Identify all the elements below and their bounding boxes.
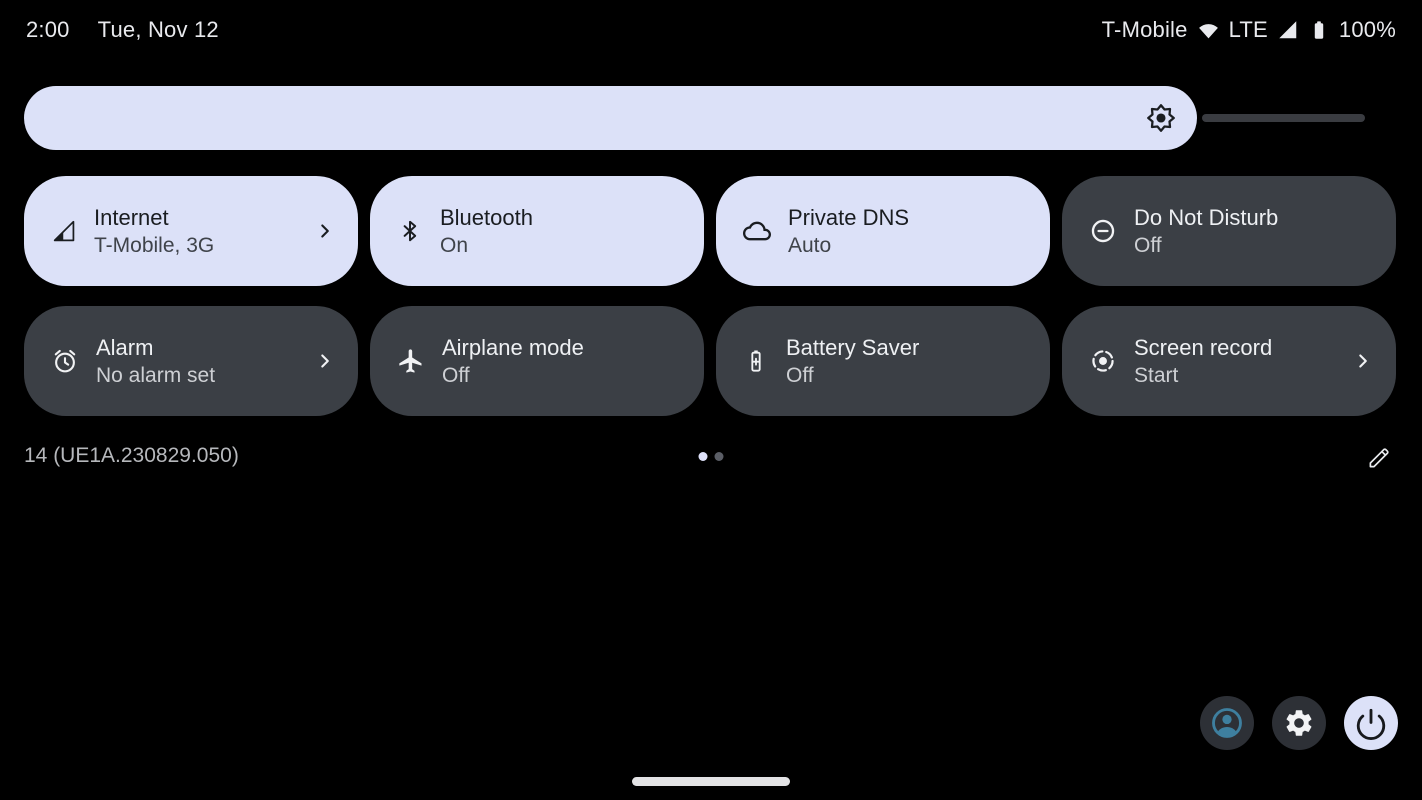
battery-percent-label: 100% (1338, 17, 1396, 42)
carrier-label: T-Mobile (1101, 17, 1188, 42)
edit-tiles-button[interactable] (1362, 440, 1396, 474)
page-dot-inactive (714, 452, 724, 461)
tile-title: Internet (94, 204, 169, 230)
qs-tile-internet[interactable]: Internet T-Mobile, 3G (24, 176, 358, 286)
tile-title: Do Not Disturb (1134, 204, 1279, 230)
screen-record-icon (1089, 347, 1117, 375)
brightness-slider-fill[interactable] (24, 86, 1197, 150)
chevron-right-icon (1351, 349, 1375, 373)
qs-bottom-buttons (1200, 696, 1398, 750)
user-switcher-button[interactable] (1200, 696, 1254, 750)
tile-subtitle: Off (1134, 233, 1162, 257)
qs-tile-private-dns[interactable]: Private DNS Auto (716, 176, 1050, 286)
tile-subtitle: Auto (788, 233, 832, 257)
home-indicator-handle[interactable] (632, 777, 790, 786)
pencil-icon (1366, 444, 1393, 471)
quick-settings-grid: Internet T-Mobile, 3G Bluetooth On Priva… (24, 176, 1396, 416)
brightness-icon (1144, 101, 1178, 135)
tile-title: Screen record (1134, 334, 1273, 360)
qs-tile-do-not-disturb[interactable]: Do Not Disturb Off (1062, 176, 1396, 286)
tile-title: Private DNS (788, 204, 910, 230)
cellular-signal-icon (1277, 19, 1299, 41)
settings-button[interactable] (1272, 696, 1326, 750)
qs-tile-alarm[interactable]: Alarm No alarm set (24, 306, 358, 416)
bluetooth-icon (397, 218, 423, 244)
tile-subtitle: No alarm set (96, 363, 216, 387)
network-type-label: LTE (1228, 17, 1268, 42)
wifi-icon (1197, 19, 1220, 42)
tile-title: Battery Saver (786, 334, 920, 360)
tile-subtitle: T-Mobile, 3G (94, 233, 215, 257)
qs-tile-airplane-mode[interactable]: Airplane mode Off (370, 306, 704, 416)
brightness-slider-track[interactable] (1202, 114, 1365, 122)
account-icon (1209, 705, 1245, 741)
page-indicator (698, 452, 724, 461)
battery-saver-icon (743, 348, 769, 374)
airplane-icon (397, 347, 425, 375)
date: Tue, Nov 12 (97, 17, 219, 42)
tile-title: Alarm (96, 334, 154, 360)
tile-subtitle: Start (1134, 363, 1179, 387)
brightness-slider[interactable] (24, 86, 1398, 150)
build-number-label: 14 (UE1A.230829.050) (24, 444, 239, 467)
qs-tile-bluetooth[interactable]: Bluetooth On (370, 176, 704, 286)
do-not-disturb-icon (1089, 217, 1117, 245)
tile-subtitle: Off (786, 363, 814, 387)
qs-tile-battery-saver[interactable]: Battery Saver Off (716, 306, 1050, 416)
chevron-right-icon (313, 349, 337, 373)
cellular-signal-icon (51, 218, 77, 244)
clock: 2:00 (26, 17, 70, 42)
power-icon (1354, 706, 1388, 740)
tile-title: Airplane mode (442, 334, 584, 360)
page-dot-active (698, 452, 708, 461)
power-button[interactable] (1344, 696, 1398, 750)
cloud-icon (743, 217, 771, 245)
tile-subtitle: Off (442, 363, 470, 387)
chevron-right-icon (313, 219, 337, 243)
qs-tile-screen-record[interactable]: Screen record Start (1062, 306, 1396, 416)
qs-footer: 14 (UE1A.230829.050) (24, 440, 1398, 474)
tile-subtitle: On (440, 233, 469, 257)
status-bar: 2:00 Tue, Nov 12 T-Mobile LTE 100% (0, 0, 1422, 60)
gear-icon (1283, 707, 1315, 739)
alarm-icon (51, 347, 79, 375)
battery-icon (1308, 19, 1330, 41)
tile-title: Bluetooth (440, 204, 533, 230)
